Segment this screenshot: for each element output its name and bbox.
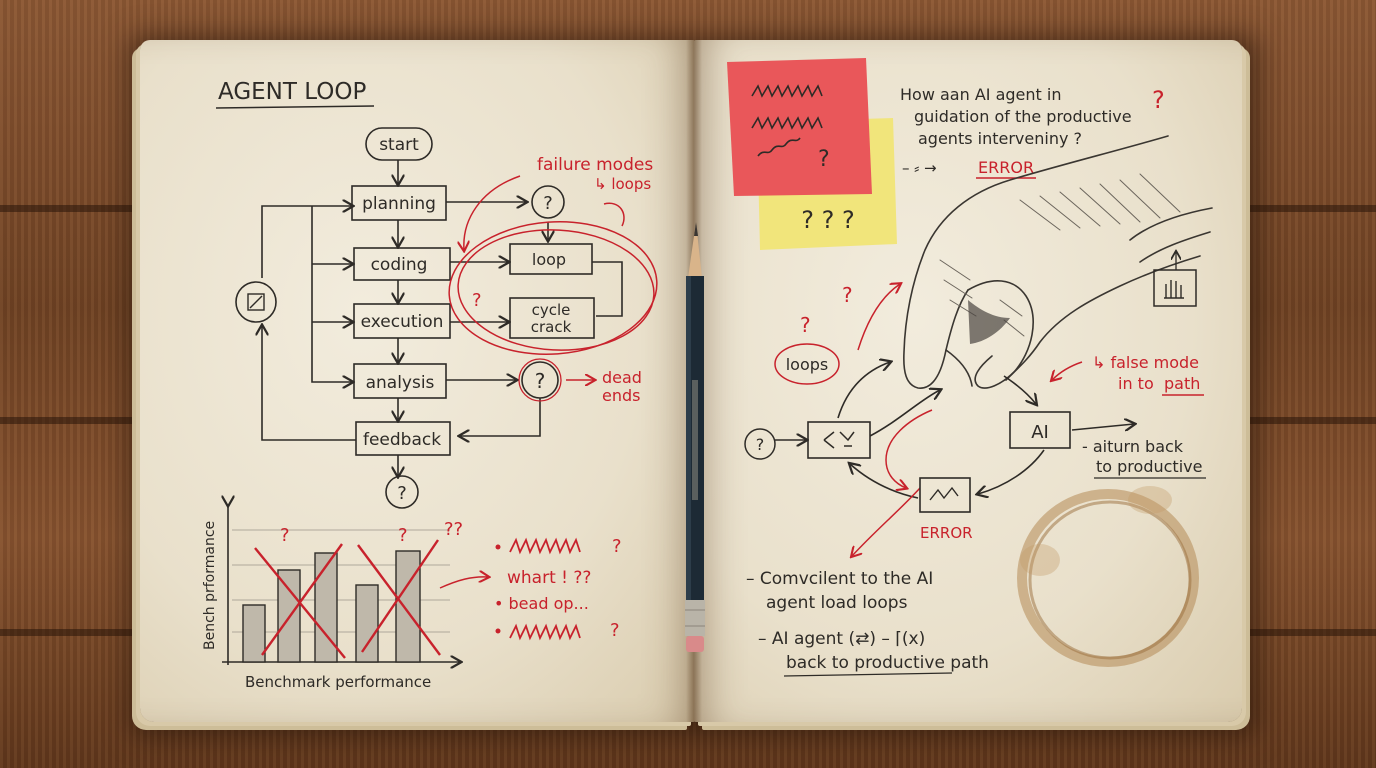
right-question-2: ? bbox=[842, 283, 853, 307]
feedback-loop-icon bbox=[235, 281, 277, 323]
svg-text:?: ? bbox=[610, 620, 620, 641]
svg-text:coding: coding bbox=[371, 255, 428, 275]
left-title: AGENT LOOP bbox=[218, 79, 366, 105]
red-question-mark: ? bbox=[472, 290, 482, 311]
error-prefix: – ⸗ → bbox=[902, 159, 937, 177]
error-top-label: ERROR bbox=[978, 158, 1034, 177]
note1-line-2: agent load loops bbox=[766, 593, 908, 613]
svg-text:?: ? bbox=[818, 147, 830, 172]
node-analysis-question: ? bbox=[518, 358, 562, 402]
svg-text:loop: loop bbox=[532, 250, 566, 269]
question-line-2: guidation of the productive bbox=[914, 107, 1132, 126]
pencil bbox=[685, 222, 705, 652]
loops-sub-label: ↳ loops bbox=[594, 175, 651, 193]
flowchart-lines bbox=[262, 160, 623, 476]
loops-node: loops bbox=[774, 343, 840, 385]
dead-label: dead bbox=[602, 368, 642, 387]
return-line-1: - aiturn back bbox=[1082, 437, 1184, 456]
hand-sketch bbox=[903, 135, 1213, 389]
ends-label: ends bbox=[602, 386, 640, 405]
svg-text:cycle: cycle bbox=[532, 301, 571, 319]
right-start-question: ? bbox=[744, 428, 776, 460]
svg-text:?: ? bbox=[543, 193, 553, 214]
false-mode-line-2a: in to bbox=[1118, 374, 1154, 393]
svg-text:crack: crack bbox=[531, 318, 572, 336]
error-node bbox=[919, 477, 971, 513]
node-analysis: analysis bbox=[353, 363, 447, 399]
right-red-arrows bbox=[852, 284, 1083, 556]
agent-node bbox=[807, 421, 871, 459]
bead-note: • bead op... bbox=[494, 594, 589, 613]
false-mode-line-1: ↳ false mode bbox=[1092, 353, 1199, 372]
node-cycle-crack: cycle crack bbox=[509, 297, 595, 339]
error-bottom-label: ERROR bbox=[920, 524, 973, 542]
svg-text:??: ?? bbox=[444, 519, 463, 540]
svg-text:AI: AI bbox=[1031, 422, 1049, 443]
red-sticky-note: ? bbox=[727, 58, 872, 196]
node-planning: planning bbox=[351, 185, 447, 221]
right-question-1: ? bbox=[800, 313, 811, 337]
svg-text:feedback: feedback bbox=[363, 430, 441, 450]
failure-modes-label: failure modes bbox=[537, 155, 653, 175]
svg-text:planning: planning bbox=[362, 194, 436, 214]
benchmark-chart: ? ? ?? Benchmark performance Bench prfor… bbox=[202, 505, 463, 691]
note2-line-2: back to productive path bbox=[786, 653, 989, 673]
red-notes: ? whart ! ?? • bead op... ? bbox=[439, 536, 622, 641]
node-decision-question: ? bbox=[531, 185, 565, 219]
svg-text:start: start bbox=[379, 135, 419, 155]
node-start: start bbox=[365, 127, 433, 161]
svg-text:?: ? bbox=[535, 369, 546, 393]
node-end-question: ? bbox=[385, 475, 419, 509]
question-line-3: agents interveniny ? bbox=[918, 129, 1082, 148]
svg-text:loops: loops bbox=[786, 355, 829, 374]
big-question-mark: ? bbox=[1152, 86, 1165, 114]
whart-note: whart ! ?? bbox=[507, 568, 591, 588]
red-loop-circles bbox=[448, 175, 658, 380]
svg-text:?: ? bbox=[612, 536, 622, 557]
note1-line-1: – Comvcilent to the AI bbox=[746, 569, 933, 589]
return-line-2: to productive bbox=[1096, 457, 1202, 476]
svg-text:?: ? bbox=[280, 525, 290, 546]
note2-line-1: – AI agent (⇄) – ⌈(x) bbox=[758, 629, 925, 649]
ai-box: AI bbox=[1009, 411, 1071, 449]
svg-text:? ? ?: ? ? ? bbox=[801, 206, 854, 234]
right-flow-lines bbox=[774, 362, 1134, 499]
question-line-1: How aan AI agent in bbox=[900, 85, 1061, 104]
node-feedback: feedback bbox=[355, 421, 451, 456]
node-loop: loop bbox=[509, 243, 593, 275]
false-mode-line-2b: path bbox=[1164, 374, 1200, 393]
node-execution: execution bbox=[353, 303, 451, 339]
coffee-stain bbox=[1017, 486, 1199, 667]
svg-text:analysis: analysis bbox=[366, 373, 435, 393]
chart-x-label: Benchmark performance bbox=[245, 673, 431, 691]
svg-text:?: ? bbox=[756, 435, 765, 454]
svg-text:execution: execution bbox=[361, 312, 444, 332]
hand-cursor-icon bbox=[1153, 252, 1197, 307]
node-coding: coding bbox=[353, 247, 451, 281]
svg-text:?: ? bbox=[398, 525, 408, 546]
svg-text:?: ? bbox=[397, 483, 407, 504]
chart-y-label: Bench prformance bbox=[202, 521, 218, 650]
title-underline bbox=[215, 105, 375, 109]
